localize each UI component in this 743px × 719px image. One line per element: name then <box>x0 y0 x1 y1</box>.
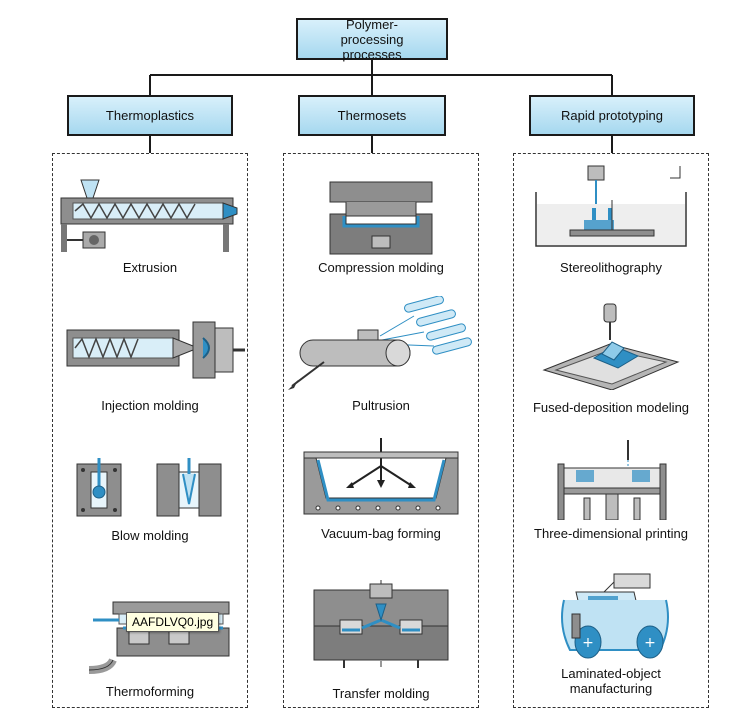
root-box: Polymer-processing processes <box>296 16 448 62</box>
caption-three-dimensional-printing: Three-dimensional printing <box>534 526 688 541</box>
item-pultrusion: Pultrusion <box>284 296 478 418</box>
blow-molding-icon <box>76 458 222 517</box>
header-thermoplastics: Thermoplastics <box>67 95 233 136</box>
svg-text:+: + <box>582 635 594 651</box>
fused-deposition-modeling-icon <box>542 303 680 390</box>
header-rapid-prototyping-label: Rapid prototyping <box>561 108 663 123</box>
item-transfer-molding: Transfer molding <box>284 580 478 702</box>
caption-extrusion: Extrusion <box>122 260 178 275</box>
vacuum-bag-forming-icon <box>303 438 459 515</box>
item-blow-molding: Blow molding <box>53 458 247 548</box>
pultrusion-icon <box>288 296 472 390</box>
thermoforming-icon <box>88 601 230 674</box>
caption-stereolithography: Stereolithography <box>560 260 662 275</box>
caption-laminated-object-manufacturing: Laminated-object manufacturing <box>561 666 661 696</box>
laminated-object-manufacturing-icon: + + <box>561 573 669 659</box>
header-thermosets-label: Thermosets <box>337 108 407 123</box>
compression-molding-icon <box>329 181 433 255</box>
root-title: Polymer-processing processes <box>340 16 404 62</box>
three-dimensional-printing-icon <box>557 440 667 520</box>
caption-blow-molding: Blow molding <box>111 528 189 543</box>
column-thermoplastics <box>52 153 248 708</box>
item-laminated-object-manufacturing: + + Laminated-object manufacturing <box>514 570 708 706</box>
item-extrusion: Extrusion <box>53 176 247 276</box>
column-rapid-prototyping <box>513 153 709 708</box>
caption-pultrusion: Pultrusion <box>352 398 410 413</box>
item-compression-molding: Compression molding <box>284 180 478 276</box>
transfer-molding-icon <box>313 580 449 670</box>
column-thermosets <box>283 153 479 708</box>
item-stereolithography: Stereolithography <box>514 160 708 276</box>
injection-molding-icon <box>66 321 245 379</box>
header-thermosets: Thermosets <box>298 95 446 136</box>
stereolithography-icon <box>535 165 687 247</box>
item-injection-molding: Injection molding <box>53 318 247 418</box>
header-rapid-prototyping: Rapid prototyping <box>529 95 695 136</box>
caption-injection-molding: Injection molding <box>101 398 199 413</box>
svg-text:+: + <box>644 635 656 651</box>
caption-vacuum-bag-forming: Vacuum-bag forming <box>321 526 441 541</box>
filename-tooltip: AAFDLVQ0.jpg <box>126 612 220 632</box>
item-three-dimensional-printing: Three-dimensional printing <box>514 438 708 548</box>
caption-fused-deposition-modeling: Fused-deposition modeling <box>532 400 690 415</box>
caption-thermoforming: Thermoforming <box>105 684 195 699</box>
item-vacuum-bag-forming: Vacuum-bag forming <box>284 436 478 548</box>
extrusion-icon <box>60 179 238 252</box>
item-fused-deposition-modeling: Fused-deposition modeling <box>514 300 708 418</box>
caption-compression-molding: Compression molding <box>318 260 444 275</box>
caption-transfer-molding: Transfer molding <box>332 686 430 701</box>
header-thermoplastics-label: Thermoplastics <box>105 108 195 123</box>
